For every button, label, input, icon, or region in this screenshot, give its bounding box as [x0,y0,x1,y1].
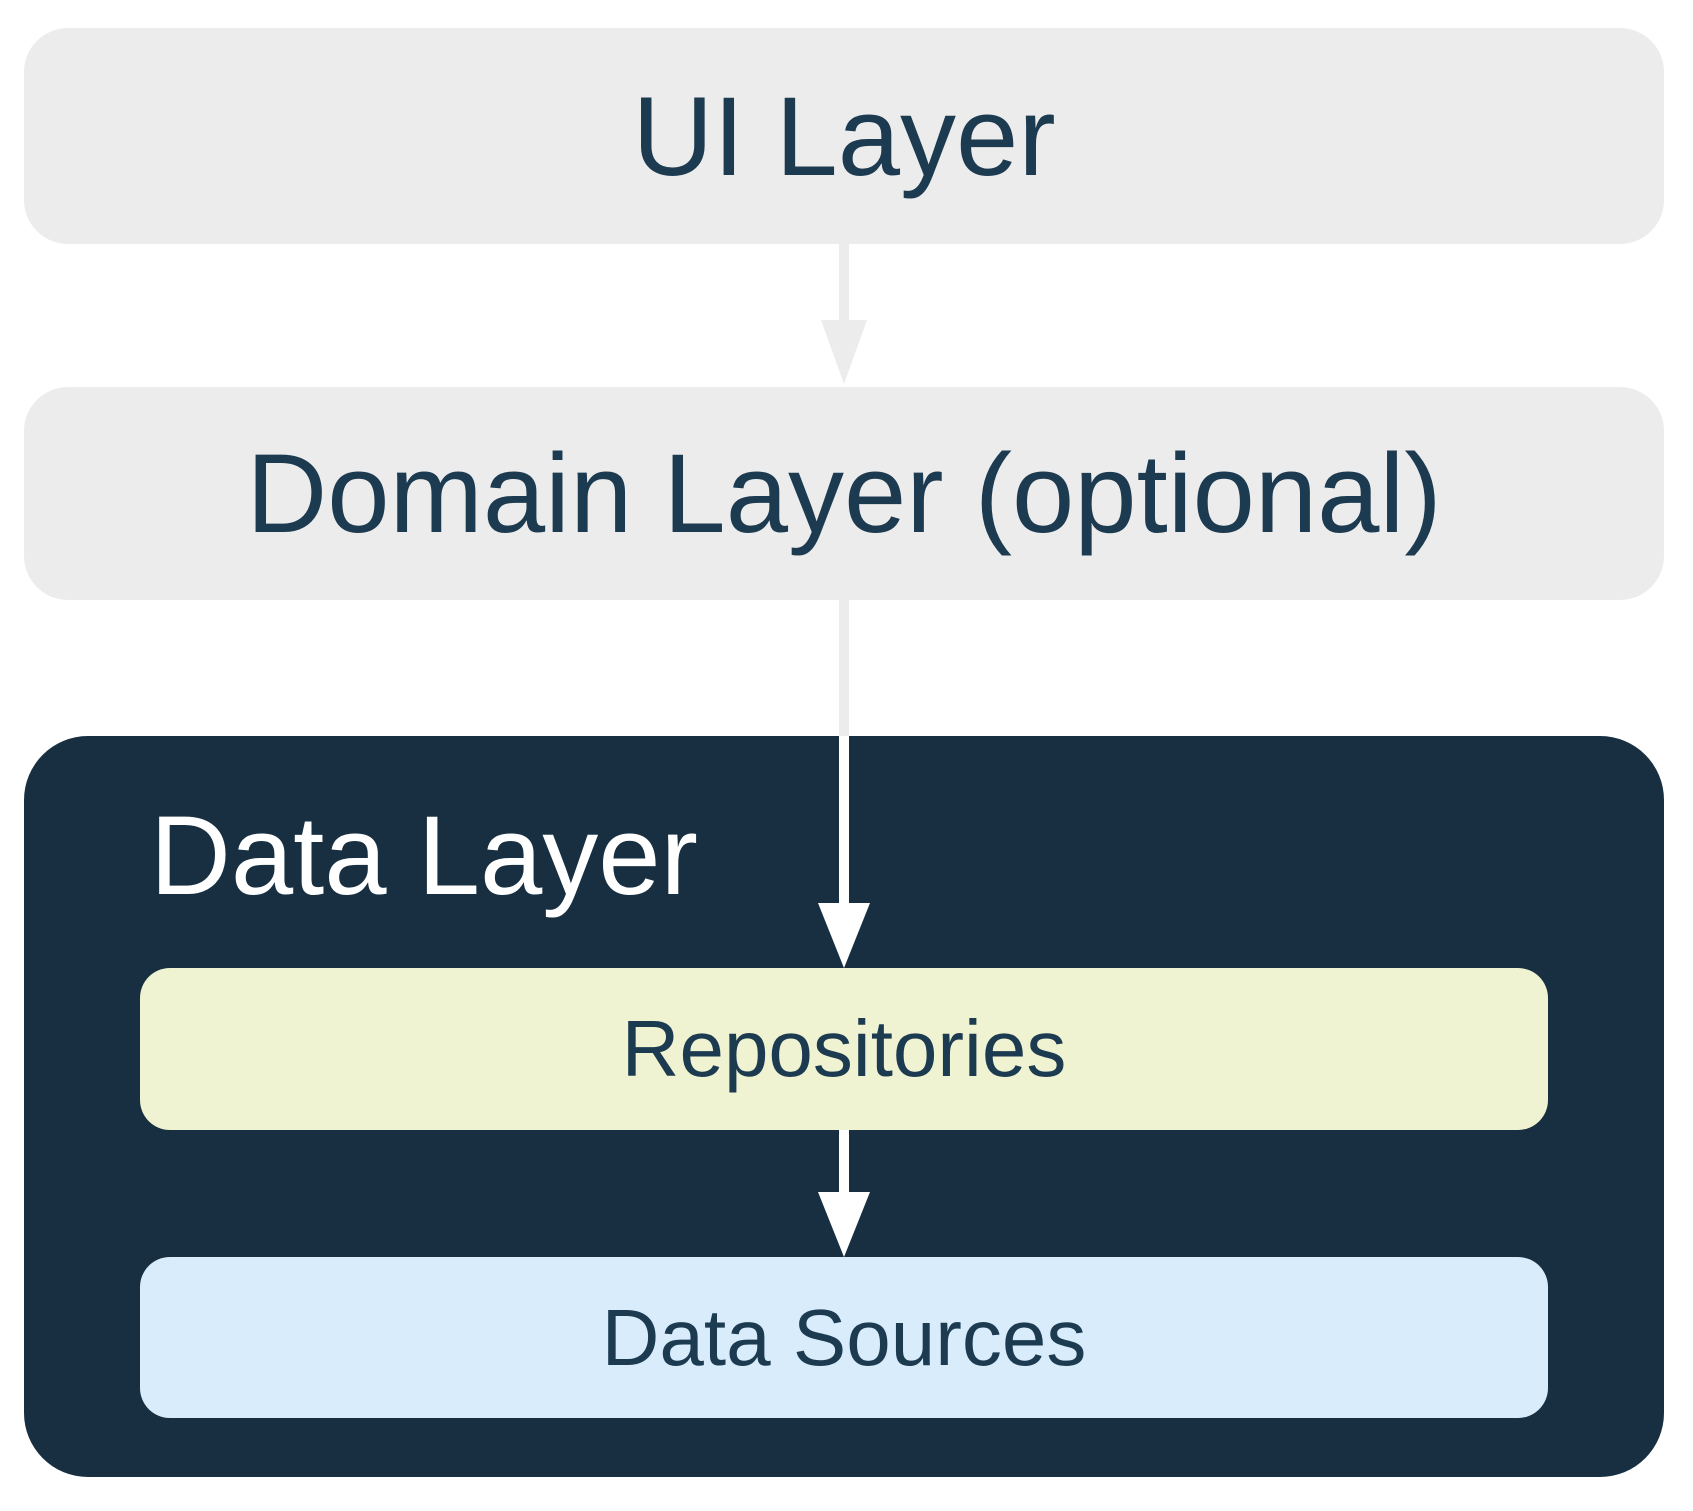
arrow-stem [839,243,849,323]
node-domain-layer: Domain Layer (optional) [24,387,1664,600]
domain-layer-label: Domain Layer (optional) [246,431,1442,556]
arrow-stem [839,599,849,737]
arrow-down-icon [818,1192,870,1257]
data-sources-label: Data Sources [601,1292,1087,1382]
arrow-stem [839,736,849,906]
arrow-down-icon [821,320,867,384]
ui-layer-label: UI Layer [632,73,1056,199]
node-repositories: Repositories [140,968,1548,1130]
node-ui-layer: UI Layer [24,28,1664,244]
arrow-down-icon [818,903,870,968]
arrow-stem [839,1130,849,1194]
node-data-sources: Data Sources [140,1257,1548,1418]
repositories-label: Repositories [621,1004,1067,1093]
data-layer-label: Data Layer [150,793,698,918]
